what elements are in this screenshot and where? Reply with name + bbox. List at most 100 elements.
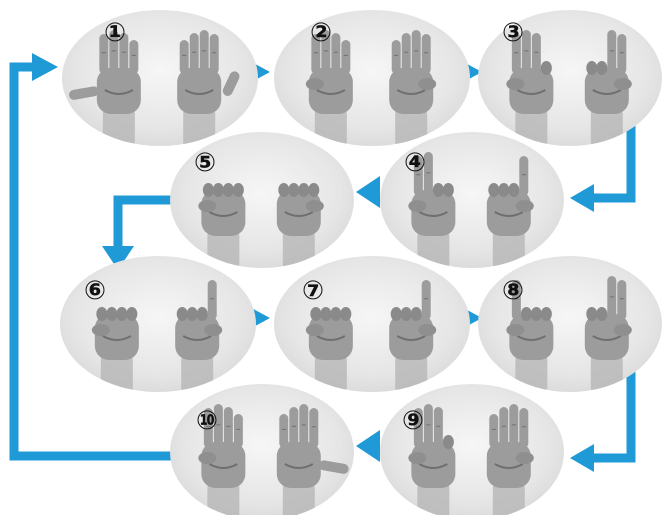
thumb-folded [408, 200, 427, 212]
connector-10-to-1 [9, 62, 180, 461]
finger-extended [499, 407, 509, 448]
finger-extended [331, 33, 341, 74]
finger-extended [531, 33, 541, 74]
arrow-head-3-to-4 [570, 184, 594, 212]
finger-folded [540, 61, 552, 75]
arrow-head-5-to-6 [102, 246, 134, 270]
finger-extended [289, 407, 299, 448]
step-number-5: ⑤ [194, 148, 216, 178]
finger-folded [330, 307, 342, 321]
finger-extended [509, 404, 519, 448]
thumb-folded [305, 200, 324, 212]
step-1-photo [62, 10, 258, 146]
finger-extended [519, 408, 529, 448]
finger-folded [400, 307, 412, 321]
hand-photos [60, 10, 662, 515]
finger-folded [530, 307, 542, 321]
step-9-photo [380, 384, 564, 515]
step-number-2: ② [310, 18, 332, 48]
thumb-folded [515, 200, 534, 212]
finger-extended [209, 34, 219, 74]
finger-extended [203, 408, 213, 448]
finger-folded [212, 183, 224, 197]
arrow-head-10-to-1 [32, 53, 58, 81]
connector-5-to-6 [113, 195, 180, 250]
hands [305, 280, 437, 392]
thumb-folded [91, 324, 110, 336]
finger-extended [413, 156, 423, 196]
arrow-9-to-10 [356, 430, 380, 462]
thumb-folded [613, 78, 632, 90]
finger-folded [126, 307, 138, 321]
photo-ellipse [274, 10, 470, 146]
step-number-8: ⑧ [502, 276, 524, 306]
flow-arrows [9, 53, 636, 472]
finger-folded [202, 183, 214, 197]
finger-extended [607, 30, 617, 74]
finger-extended [391, 40, 401, 74]
step-number-10: ⑩ [196, 406, 218, 436]
thumb-folded [408, 452, 427, 464]
palm [177, 68, 222, 114]
finger-extended [109, 30, 119, 74]
finger-extended [519, 156, 529, 196]
finger-extended [99, 34, 109, 74]
finger-extended [401, 33, 411, 74]
finger-folded [488, 183, 500, 197]
palm [96, 68, 141, 114]
step-number-7: ⑦ [302, 276, 324, 306]
finger-extended [299, 404, 309, 448]
finger-folded [288, 183, 300, 197]
finger-extended [341, 40, 351, 74]
finger-extended [311, 34, 321, 74]
step-number-1: ① [104, 18, 126, 48]
finger-folded [106, 307, 118, 321]
hands [408, 404, 534, 515]
palm [308, 68, 353, 114]
finger-folded [596, 307, 608, 321]
hands [69, 30, 240, 146]
arrow-head-8-to-9 [570, 444, 594, 472]
thumb-folded [198, 200, 217, 212]
finger-folded [596, 61, 608, 75]
finger-folded [176, 307, 188, 321]
connector-8-to-9 [592, 372, 636, 463]
finger-folded [96, 307, 108, 321]
finger-extended [179, 40, 189, 74]
finger-extended [433, 407, 443, 448]
finger-extended [223, 407, 233, 448]
finger-extended [413, 408, 423, 448]
thumb-folded [204, 324, 223, 336]
finger-extended [309, 408, 319, 448]
finger-extended [199, 30, 209, 74]
thumb-folded [506, 78, 525, 90]
finger-folded [498, 183, 510, 197]
finger-extended [511, 280, 521, 320]
finger-extended [207, 280, 217, 320]
finger-extended [617, 34, 627, 74]
thumb-folded [418, 78, 437, 90]
palm [486, 442, 531, 488]
thumb-extended [69, 86, 99, 100]
finger-folded [310, 307, 322, 321]
finger-extended [213, 404, 223, 448]
finger-folded [586, 307, 598, 321]
finger-extended [233, 414, 243, 448]
hands [198, 183, 324, 268]
finger-extended [521, 30, 531, 74]
finger-extended [511, 34, 521, 74]
step-2-photo [274, 10, 470, 146]
finger-folded [432, 183, 444, 197]
step-number-6: ⑥ [84, 276, 106, 306]
finger-folded [410, 307, 422, 321]
finger-folded [196, 307, 208, 321]
step-number-9: ⑨ [402, 406, 424, 436]
finger-extended [279, 414, 289, 448]
thumb-folded [198, 452, 217, 464]
thumb-extended [222, 71, 240, 96]
finger-folded [298, 183, 310, 197]
thumb-extended [318, 460, 349, 474]
step-7-photo [274, 256, 470, 392]
finger-extended [423, 152, 433, 196]
